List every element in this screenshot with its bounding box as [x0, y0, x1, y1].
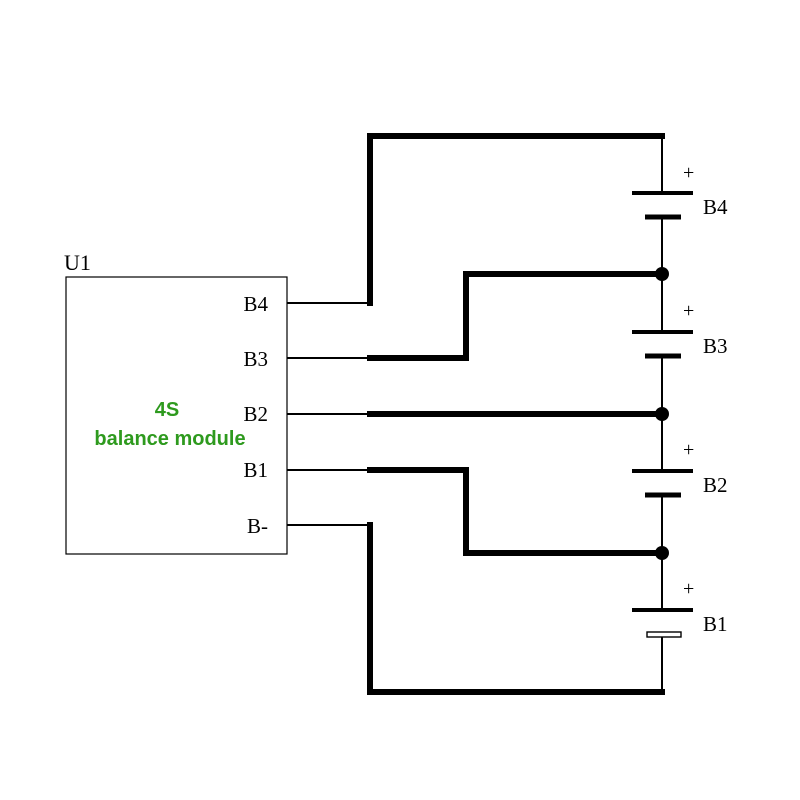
battery-cell-b3: + B3 — [632, 300, 728, 359]
module-ref-label: U1 — [64, 250, 91, 275]
cell-b1-plus-sign: + — [683, 578, 694, 600]
wire-b4 — [367, 133, 665, 306]
wire-b1 — [367, 467, 665, 556]
battery-cell-b2: + B2 — [632, 439, 728, 498]
pin-label-b4: B4 — [243, 292, 268, 316]
cell-b1-negative-plate — [646, 631, 682, 638]
pin-label-b3: B3 — [243, 347, 268, 371]
battery-cell-b4: + B4 — [632, 162, 728, 220]
module-title-line2: balance module — [94, 428, 245, 450]
module-box — [65, 276, 288, 555]
wire-bminus — [367, 522, 665, 695]
cell-b4-label: B4 — [703, 195, 728, 219]
junction-dot-b3 — [655, 267, 669, 281]
pin-label-b2: B2 — [243, 402, 268, 426]
pin-label-bminus: B- — [247, 514, 268, 538]
battery-cell-b1: + B1 — [632, 578, 728, 638]
cell-b1-label: B1 — [703, 612, 728, 636]
module-title-line1: 4S — [155, 399, 179, 421]
cell-b3-plus-sign: + — [683, 300, 694, 322]
junction-dot-b1 — [655, 546, 669, 560]
cell-b4-plus-sign: + — [683, 162, 694, 184]
cell-b2-plus-sign: + — [683, 439, 694, 461]
junction-dot-b2 — [655, 407, 669, 421]
pin-label-b1: B1 — [243, 458, 268, 482]
cell-b2-label: B2 — [703, 473, 728, 497]
wire-b3 — [367, 271, 665, 361]
cell-b3-label: B3 — [703, 334, 728, 358]
